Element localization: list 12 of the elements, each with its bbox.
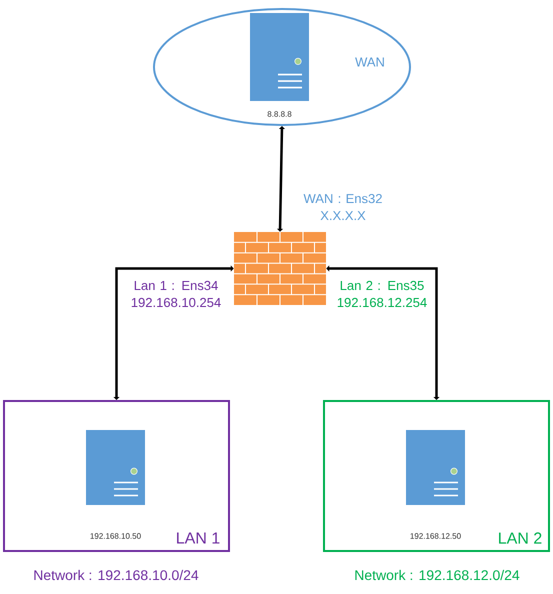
server: 192.168.10.50 (86, 430, 145, 539)
server: 192.168.12.50 (406, 430, 465, 539)
node-label: 8.8.8.8 (268, 111, 292, 117)
node-label: 192.168.12.50 (410, 533, 461, 539)
network-caption: Network : 192.168.10.0/24 (34, 570, 198, 580)
edge-label: Lan 2 : Ens35 192.168.12.254 (334, 280, 430, 308)
edge-label: Lan 1 : Ens34 192.168.10.254 (128, 280, 224, 308)
firewall-drawing (234, 232, 326, 306)
network-caption: Network : 192.168.12.0/24 (355, 570, 520, 580)
node-label: 192.168.10.50 (90, 533, 141, 539)
server: 8.8.8.8 (250, 13, 309, 117)
edge-label: WAN : Ens32 X.X.X.X (295, 192, 391, 222)
